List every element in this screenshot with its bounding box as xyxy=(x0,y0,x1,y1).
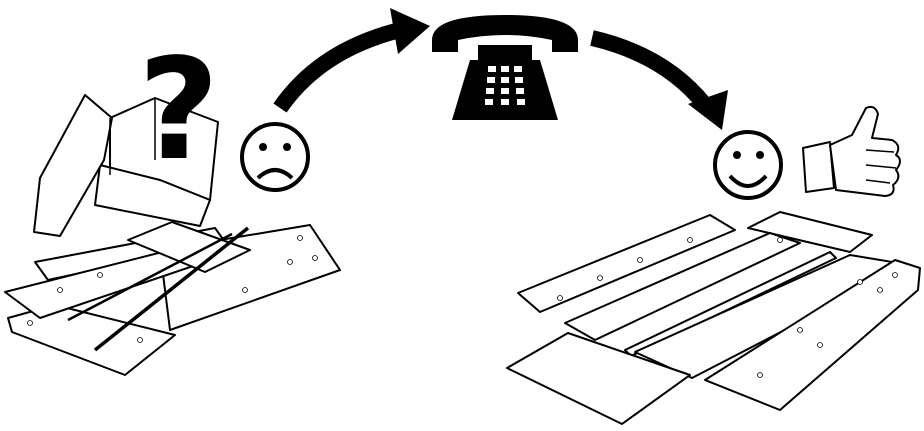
sad-face-icon xyxy=(240,122,310,192)
question-mark-icon: ? xyxy=(138,29,219,192)
scattered-panels-icon xyxy=(4,221,341,376)
arrow-icon xyxy=(590,30,728,130)
thumbs-up-icon xyxy=(802,105,901,197)
sorted-panels-icon xyxy=(506,211,921,425)
open-box-icon xyxy=(33,94,219,237)
happy-face-icon xyxy=(713,130,783,200)
telephone-icon xyxy=(432,15,578,120)
arrow-icon xyxy=(273,8,430,113)
